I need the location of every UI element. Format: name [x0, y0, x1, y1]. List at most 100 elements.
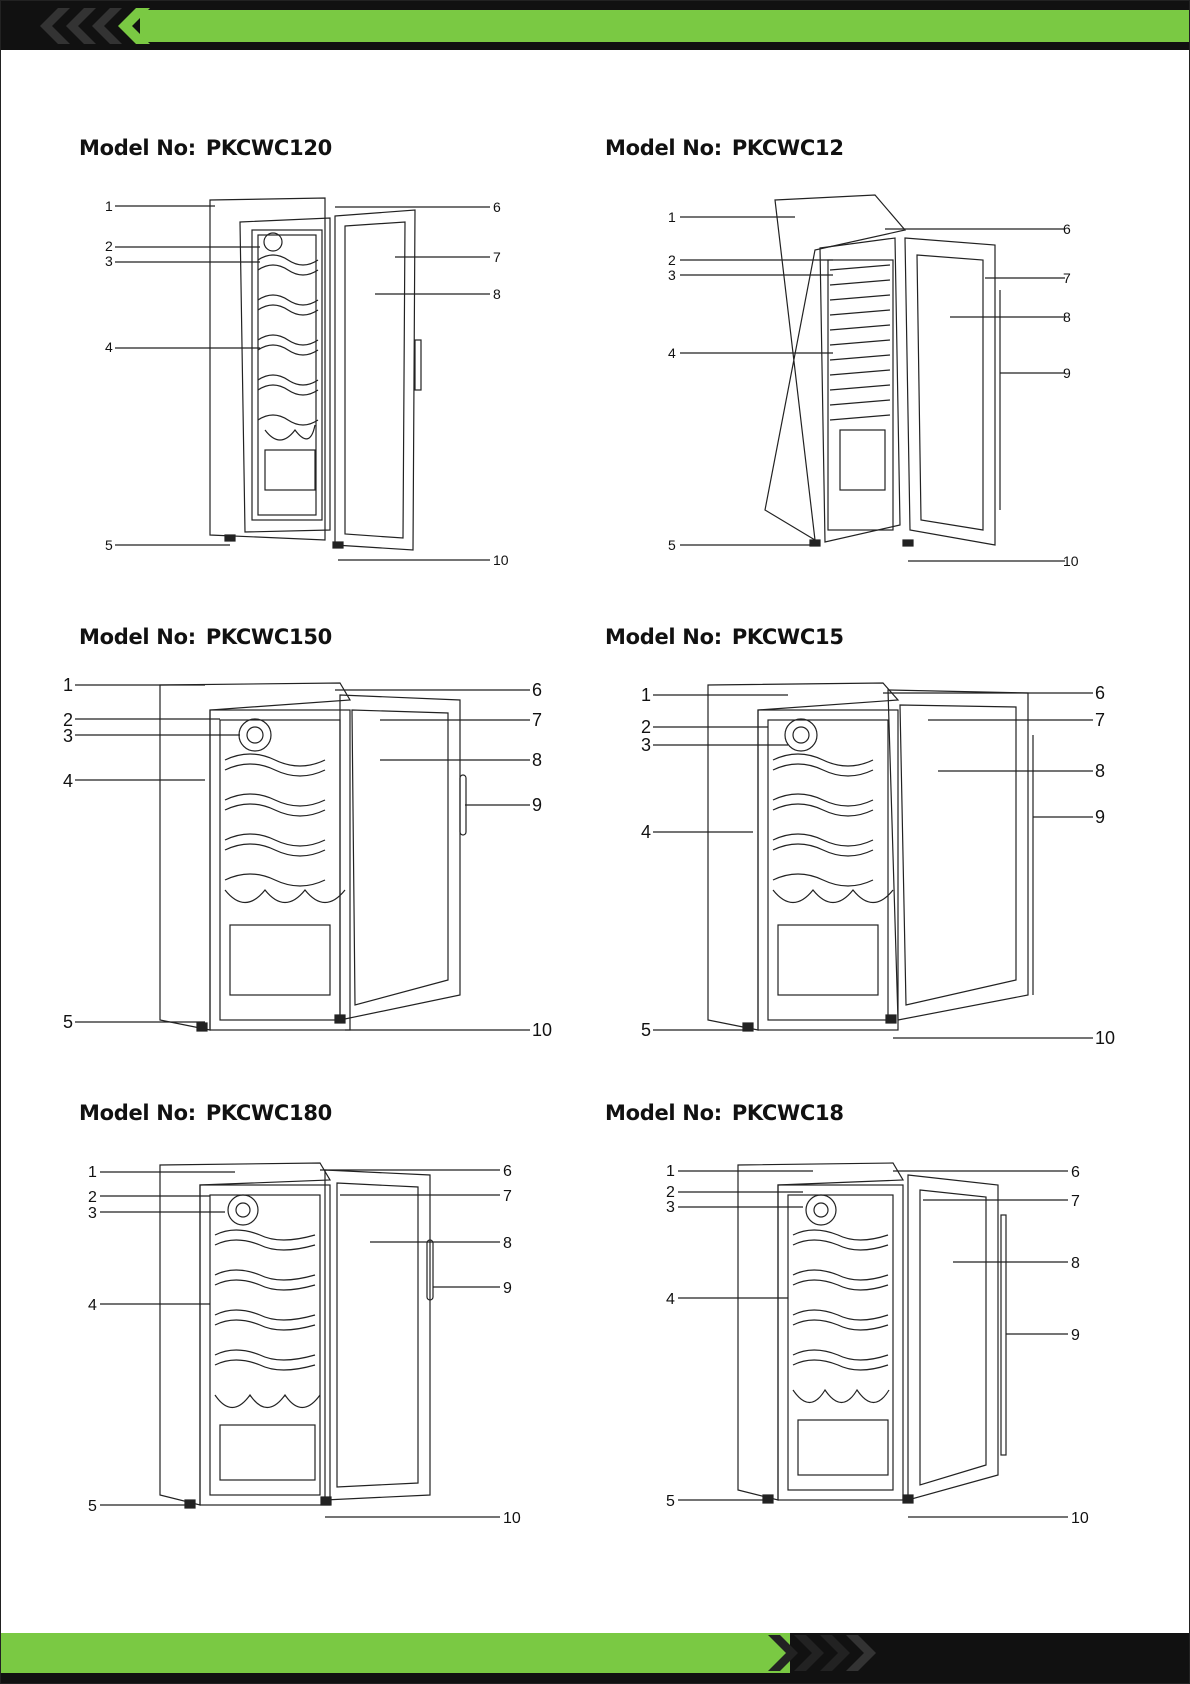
callout-label: 4 — [88, 1297, 97, 1314]
fan-icon — [239, 719, 271, 751]
callout-label: 10 — [532, 1020, 552, 1040]
door — [325, 1170, 433, 1500]
callout-label: 3 — [105, 253, 113, 269]
callout-label: 6 — [503, 1163, 512, 1180]
fan-icon — [806, 1195, 836, 1225]
callout-leaders — [75, 685, 530, 1030]
wine-racks — [225, 754, 345, 995]
callout-label: 8 — [493, 286, 501, 302]
callout-label: 5 — [88, 1498, 97, 1515]
callout-label: 1 — [63, 675, 73, 695]
wine-racks — [830, 265, 890, 490]
chevrons-right-icon — [768, 1635, 888, 1671]
callout-label: 3 — [63, 726, 73, 746]
callout-label: 1 — [668, 209, 676, 225]
callout-label: 1 — [88, 1164, 97, 1181]
cabinet-outline — [210, 198, 330, 540]
wine-racks — [258, 255, 318, 490]
callout-label: 7 — [532, 710, 542, 730]
fan-icon — [247, 727, 263, 743]
wine-cooler-diagram: 1 2 3 4 5 6 7 8 10 — [95, 190, 525, 575]
callout-label: 3 — [641, 735, 651, 755]
door — [335, 210, 421, 550]
callout-label: 6 — [1063, 221, 1071, 237]
callout-label: 7 — [1095, 710, 1105, 730]
model-title: Model No: PKCWC15 — [605, 625, 844, 649]
fan-icon — [236, 1203, 250, 1217]
model-prefix: Model No: — [605, 136, 722, 160]
model-prefix: Model No: — [605, 625, 722, 649]
callout-label: 8 — [1071, 1255, 1080, 1272]
callout-label: 4 — [105, 339, 113, 355]
model-prefix: Model No: — [605, 1101, 722, 1125]
callout-label: 8 — [1095, 761, 1105, 781]
footer-bar — [0, 1633, 1190, 1684]
callout-label: 2 — [668, 252, 676, 268]
callout-label: 10 — [493, 552, 509, 568]
callout-label: 2 — [105, 238, 113, 254]
callout-label: 6 — [1095, 683, 1105, 703]
callout-label: 8 — [1063, 309, 1071, 325]
callout-label: 9 — [1071, 1327, 1080, 1344]
callout-label: 4 — [668, 345, 676, 361]
wine-cooler-diagram: 1 2 3 4 5 6 7 8 9 10 — [60, 675, 560, 1055]
cabinet-outline — [708, 683, 898, 1030]
wine-racks — [793, 1230, 889, 1475]
model-title: Model No: PKCWC150 — [79, 625, 332, 649]
model-prefix: Model No: — [79, 1101, 196, 1125]
callout-label: 2 — [88, 1189, 97, 1206]
callout-label: 9 — [503, 1280, 512, 1297]
callout-leaders — [653, 693, 1093, 1038]
door — [340, 695, 466, 1020]
callout-label: 3 — [666, 1199, 675, 1216]
header-accent-stripe — [140, 10, 1190, 42]
callout-leaders — [680, 217, 1065, 561]
callout-label: 8 — [532, 750, 542, 770]
model-prefix: Model No: — [79, 136, 196, 160]
wine-racks — [215, 1230, 320, 1480]
model-number: PKCWC150 — [206, 625, 332, 649]
callout-label: 10 — [1095, 1028, 1115, 1048]
callout-label: 5 — [668, 537, 676, 553]
fan-icon — [793, 727, 809, 743]
wine-racks — [773, 754, 893, 995]
callout-leaders — [115, 206, 490, 560]
callout-label: 7 — [493, 249, 501, 265]
model-title: Model No: PKCWC180 — [79, 1101, 332, 1125]
model-prefix: Model No: — [79, 625, 196, 649]
wine-cooler-diagram: 1 2 3 4 5 6 7 8 9 10 — [663, 1155, 1103, 1535]
callout-label: 10 — [503, 1510, 521, 1527]
callout-label: 6 — [532, 680, 542, 700]
model-title: Model No: PKCWC18 — [605, 1101, 844, 1125]
model-number: PKCWC18 — [732, 1101, 844, 1125]
callout-label: 10 — [1071, 1510, 1089, 1527]
footer-accent-stripe — [0, 1633, 790, 1673]
callout-label: 1 — [641, 685, 651, 705]
callout-label: 5 — [641, 1020, 651, 1040]
wine-cooler-diagram: 1 2 3 4 5 6 7 8 9 10 — [85, 1155, 535, 1535]
model-title: Model No: PKCWC12 — [605, 136, 844, 160]
door — [888, 690, 1033, 1020]
model-number: PKCWC15 — [732, 625, 844, 649]
callout-label: 4 — [666, 1291, 675, 1308]
model-number: PKCWC180 — [206, 1101, 332, 1125]
wine-cooler-diagram: 1 2 3 4 5 6 7 8 9 10 — [665, 190, 1095, 575]
cabinet-outline — [738, 1163, 903, 1500]
model-number: PKCWC12 — [732, 136, 844, 160]
callout-label: 9 — [532, 795, 542, 815]
wine-cooler-diagram: 1 2 3 4 5 6 7 8 9 10 — [638, 675, 1138, 1055]
callout-label: 1 — [666, 1163, 675, 1180]
fan-icon — [785, 719, 817, 751]
header-bar — [0, 0, 1190, 50]
callout-label: 9 — [1095, 807, 1105, 827]
callout-label: 7 — [1063, 270, 1071, 286]
door — [905, 238, 1000, 545]
callout-label: 5 — [63, 1012, 73, 1032]
model-title: Model No:PKCWC120 — [79, 136, 332, 160]
callout-label: 1 — [105, 198, 113, 214]
callout-label: 4 — [641, 822, 651, 842]
chevrons-left-icon — [40, 8, 150, 44]
callout-label: 6 — [493, 199, 501, 215]
callout-label: 3 — [668, 267, 676, 283]
cabinet-outline — [160, 1163, 330, 1505]
